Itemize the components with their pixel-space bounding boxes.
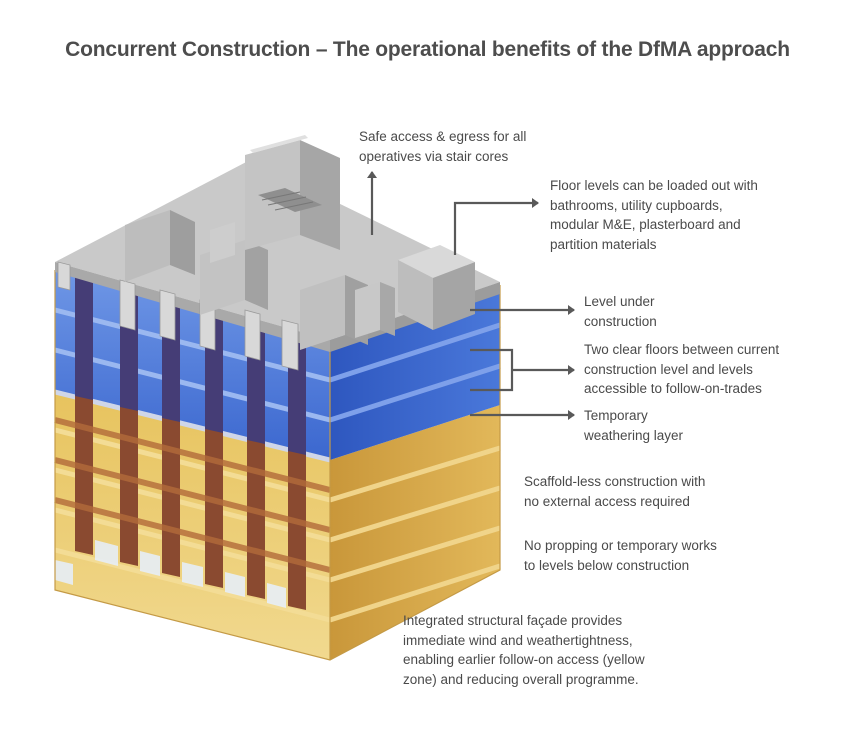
brick-bands (54, 417, 331, 573)
annotation-weathering-layer: Temporary weathering layer (584, 408, 684, 443)
front-blue-floor-slabs (54, 307, 331, 463)
annotation-level-under-construction: Level under construction (584, 294, 657, 329)
modular-unit (398, 245, 475, 330)
annotation-two-clear-floors: Two clear floors between current constru… (584, 342, 780, 396)
side-blue-floor-slabs (329, 322, 501, 423)
annotation-stair-access: Safe access & egress for all operatives … (359, 129, 527, 164)
annotation-integrated-facade: Integrated structural façade provides im… (403, 613, 645, 687)
annotation-arrows (367, 171, 575, 420)
arrow-floor-loadout (453, 198, 539, 255)
glazing-panels (55, 540, 286, 608)
annotation-floor-loadout: Floor levels can be loaded out with bath… (550, 178, 758, 252)
annotation-scaffold-less: Scaffold-less construction with no exter… (524, 474, 706, 509)
building-side-yellow-zone (330, 405, 500, 660)
annotation-no-propping: No propping or temporary works to levels… (524, 538, 717, 573)
stair-core (245, 135, 340, 250)
partition-walls (210, 222, 395, 338)
front-floor-slabs (54, 427, 331, 623)
diagram-title: Concurrent Construction – The operationa… (65, 38, 790, 61)
perimeter-frames (57, 261, 299, 371)
side-floor-slabs (329, 445, 501, 623)
brick-piers (75, 275, 306, 610)
building-edges (54, 270, 501, 661)
